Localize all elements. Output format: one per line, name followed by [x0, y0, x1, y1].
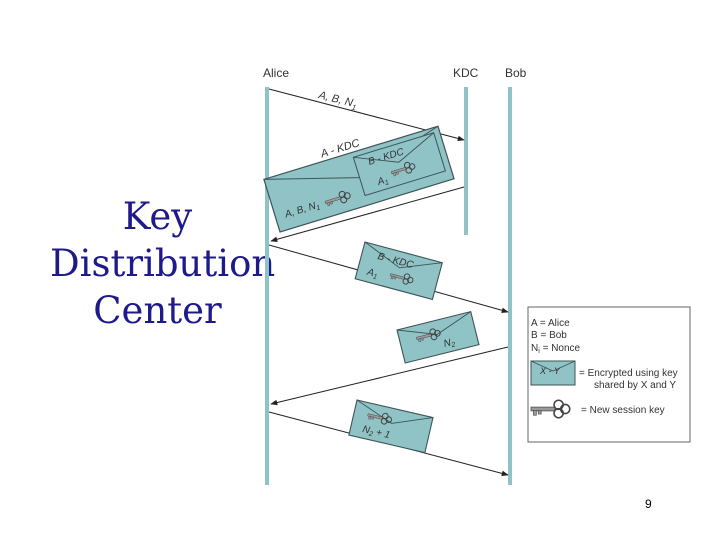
message-2-inner-envelope: B - KDC A1	[352, 132, 447, 197]
title-line-1: Key	[122, 195, 193, 238]
title-line-2: Distribution	[50, 242, 276, 285]
title-line-3: Center	[93, 289, 222, 332]
legend-session-key-text: = New session key	[581, 405, 665, 416]
legend-alice: A = Alice	[531, 318, 570, 329]
message-3-content: A1	[365, 267, 379, 282]
slide-title: Key Distribution Center	[50, 193, 276, 334]
message-2-inner-content: A1	[375, 174, 390, 189]
message-2-envelope: A - KDC B - KDC A1 A, B, N1	[263, 125, 455, 233]
legend-encrypted-line-1: = Encrypted using key	[579, 368, 678, 379]
participant-kdc: KDC	[453, 66, 479, 80]
legend-bob: B = Bob	[531, 330, 567, 341]
message-5-envelope: N2 + 1	[348, 399, 434, 454]
message-2-arrow	[270, 186, 465, 242]
page-number: 9	[645, 497, 652, 511]
legend: A = Alice B = Bob Ni = Nonce X - Y = Enc…	[527, 306, 691, 443]
message-5-content: N2 + 1	[361, 424, 391, 442]
legend-envelope: X - Y	[530, 360, 576, 386]
message-4-content: N2	[443, 337, 457, 351]
participant-bob: Bob	[505, 66, 527, 80]
legend-envelope-label: X - Y	[539, 366, 561, 376]
participant-alice: Alice	[263, 66, 289, 80]
message-1-label: A, B, N1	[316, 89, 358, 112]
message-3-envelope: B - KDC A1	[354, 241, 443, 301]
legend-nonce: Ni = Nonce	[531, 343, 581, 355]
message-4-envelope: N2	[396, 310, 480, 364]
legend-encrypted-line-2: shared by X and Y	[594, 380, 676, 391]
message-4-arrow	[270, 346, 509, 406]
legend-box	[527, 306, 691, 443]
